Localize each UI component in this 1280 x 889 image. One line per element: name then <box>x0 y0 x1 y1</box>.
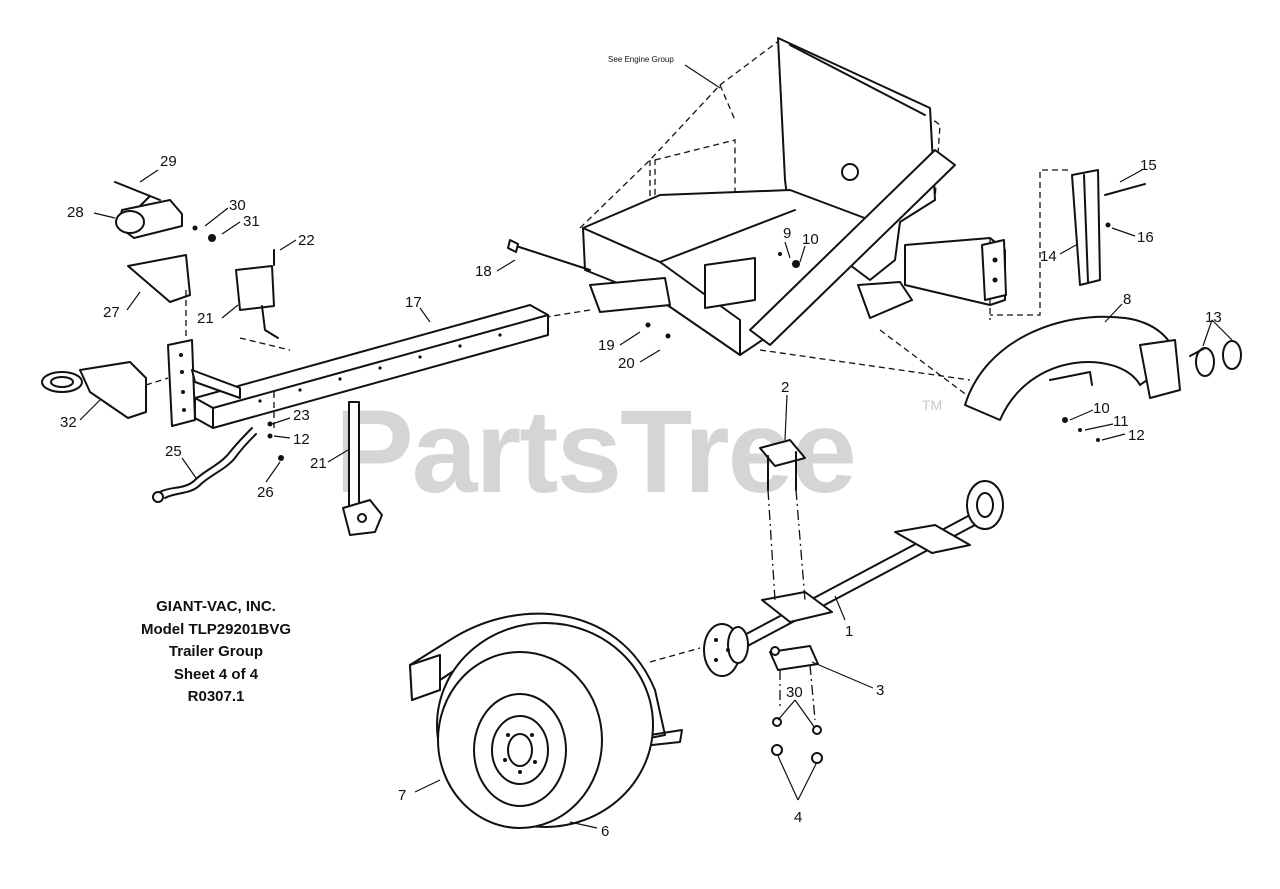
callout-20: 20 <box>618 355 635 372</box>
title-model: Model TLP29201BVG <box>140 620 292 638</box>
callout-31: 31 <box>243 213 260 230</box>
hardware-dots <box>192 222 1111 461</box>
callout-29: 29 <box>160 153 177 170</box>
right-fender <box>964 315 1242 421</box>
callout-30-lower: 30 <box>786 684 803 701</box>
callout-22: 22 <box>298 232 315 249</box>
callout-21-upper: 21 <box>197 310 214 327</box>
safety-chain <box>152 427 257 503</box>
callout-10-upper: 10 <box>802 231 819 248</box>
callout-4: 4 <box>794 809 802 826</box>
tire-and-wheel <box>436 622 654 829</box>
callout-11: 11 <box>1113 413 1129 430</box>
callout-12-right: 12 <box>1128 427 1145 444</box>
front-crossmember <box>167 339 241 427</box>
lunette-eye-part <box>41 361 169 419</box>
axle-assembly <box>703 480 1004 677</box>
callout-12-left: 12 <box>293 431 310 448</box>
callout-14: 14 <box>1040 248 1057 265</box>
title-sheet: Sheet 4 of 4 <box>173 665 259 683</box>
engine-group-note: See Engine Group <box>608 55 674 64</box>
callout-10-lower: 10 <box>1093 400 1110 417</box>
callout-21-lower: 21 <box>310 455 327 472</box>
callout-7: 7 <box>398 787 406 804</box>
callout-numbers: 1 2 3 4 6 7 8 9 10 10 11 12 12 13 14 15 … <box>60 153 1222 840</box>
callout-19: 19 <box>598 337 615 354</box>
callout-16: 16 <box>1137 229 1154 246</box>
callout-27: 27 <box>103 304 120 321</box>
callout-18: 18 <box>475 263 492 280</box>
spring-seat <box>759 439 806 601</box>
callout-32: 32 <box>60 414 77 431</box>
title-group: Trailer Group <box>168 643 264 660</box>
callout-3: 3 <box>876 682 884 699</box>
callout-1: 1 <box>845 623 853 640</box>
jack-stand <box>342 401 383 536</box>
callout-13: 13 <box>1205 309 1222 326</box>
callout-17: 17 <box>405 294 422 311</box>
tail-light <box>981 239 1007 301</box>
coupler-plate <box>127 254 191 340</box>
callout-6: 6 <box>601 823 609 840</box>
callout-15: 15 <box>1140 157 1157 174</box>
callout-30-upper: 30 <box>229 197 246 214</box>
callout-26: 26 <box>257 484 274 501</box>
fender-bracket-14 <box>990 169 1146 316</box>
bolt-18 <box>507 239 591 271</box>
coupler-part <box>114 181 183 239</box>
callout-28: 28 <box>67 204 84 221</box>
callout-23: 23 <box>293 407 310 424</box>
callout-25: 25 <box>165 443 182 460</box>
leader-lines <box>79 169 1233 829</box>
title-revision: R0307.1 <box>187 688 245 705</box>
callout-9: 9 <box>783 225 791 242</box>
ubolt-plate <box>769 645 823 764</box>
callout-2: 2 <box>781 379 789 396</box>
callout-8: 8 <box>1123 291 1131 308</box>
title-block: GIANT-VAC, INC. Model TLP29201BVG Traile… <box>100 596 332 709</box>
title-company: GIANT-VAC, INC. <box>156 598 276 615</box>
watermark-trademark: TM <box>922 397 942 413</box>
trailer-frame <box>539 37 1006 421</box>
